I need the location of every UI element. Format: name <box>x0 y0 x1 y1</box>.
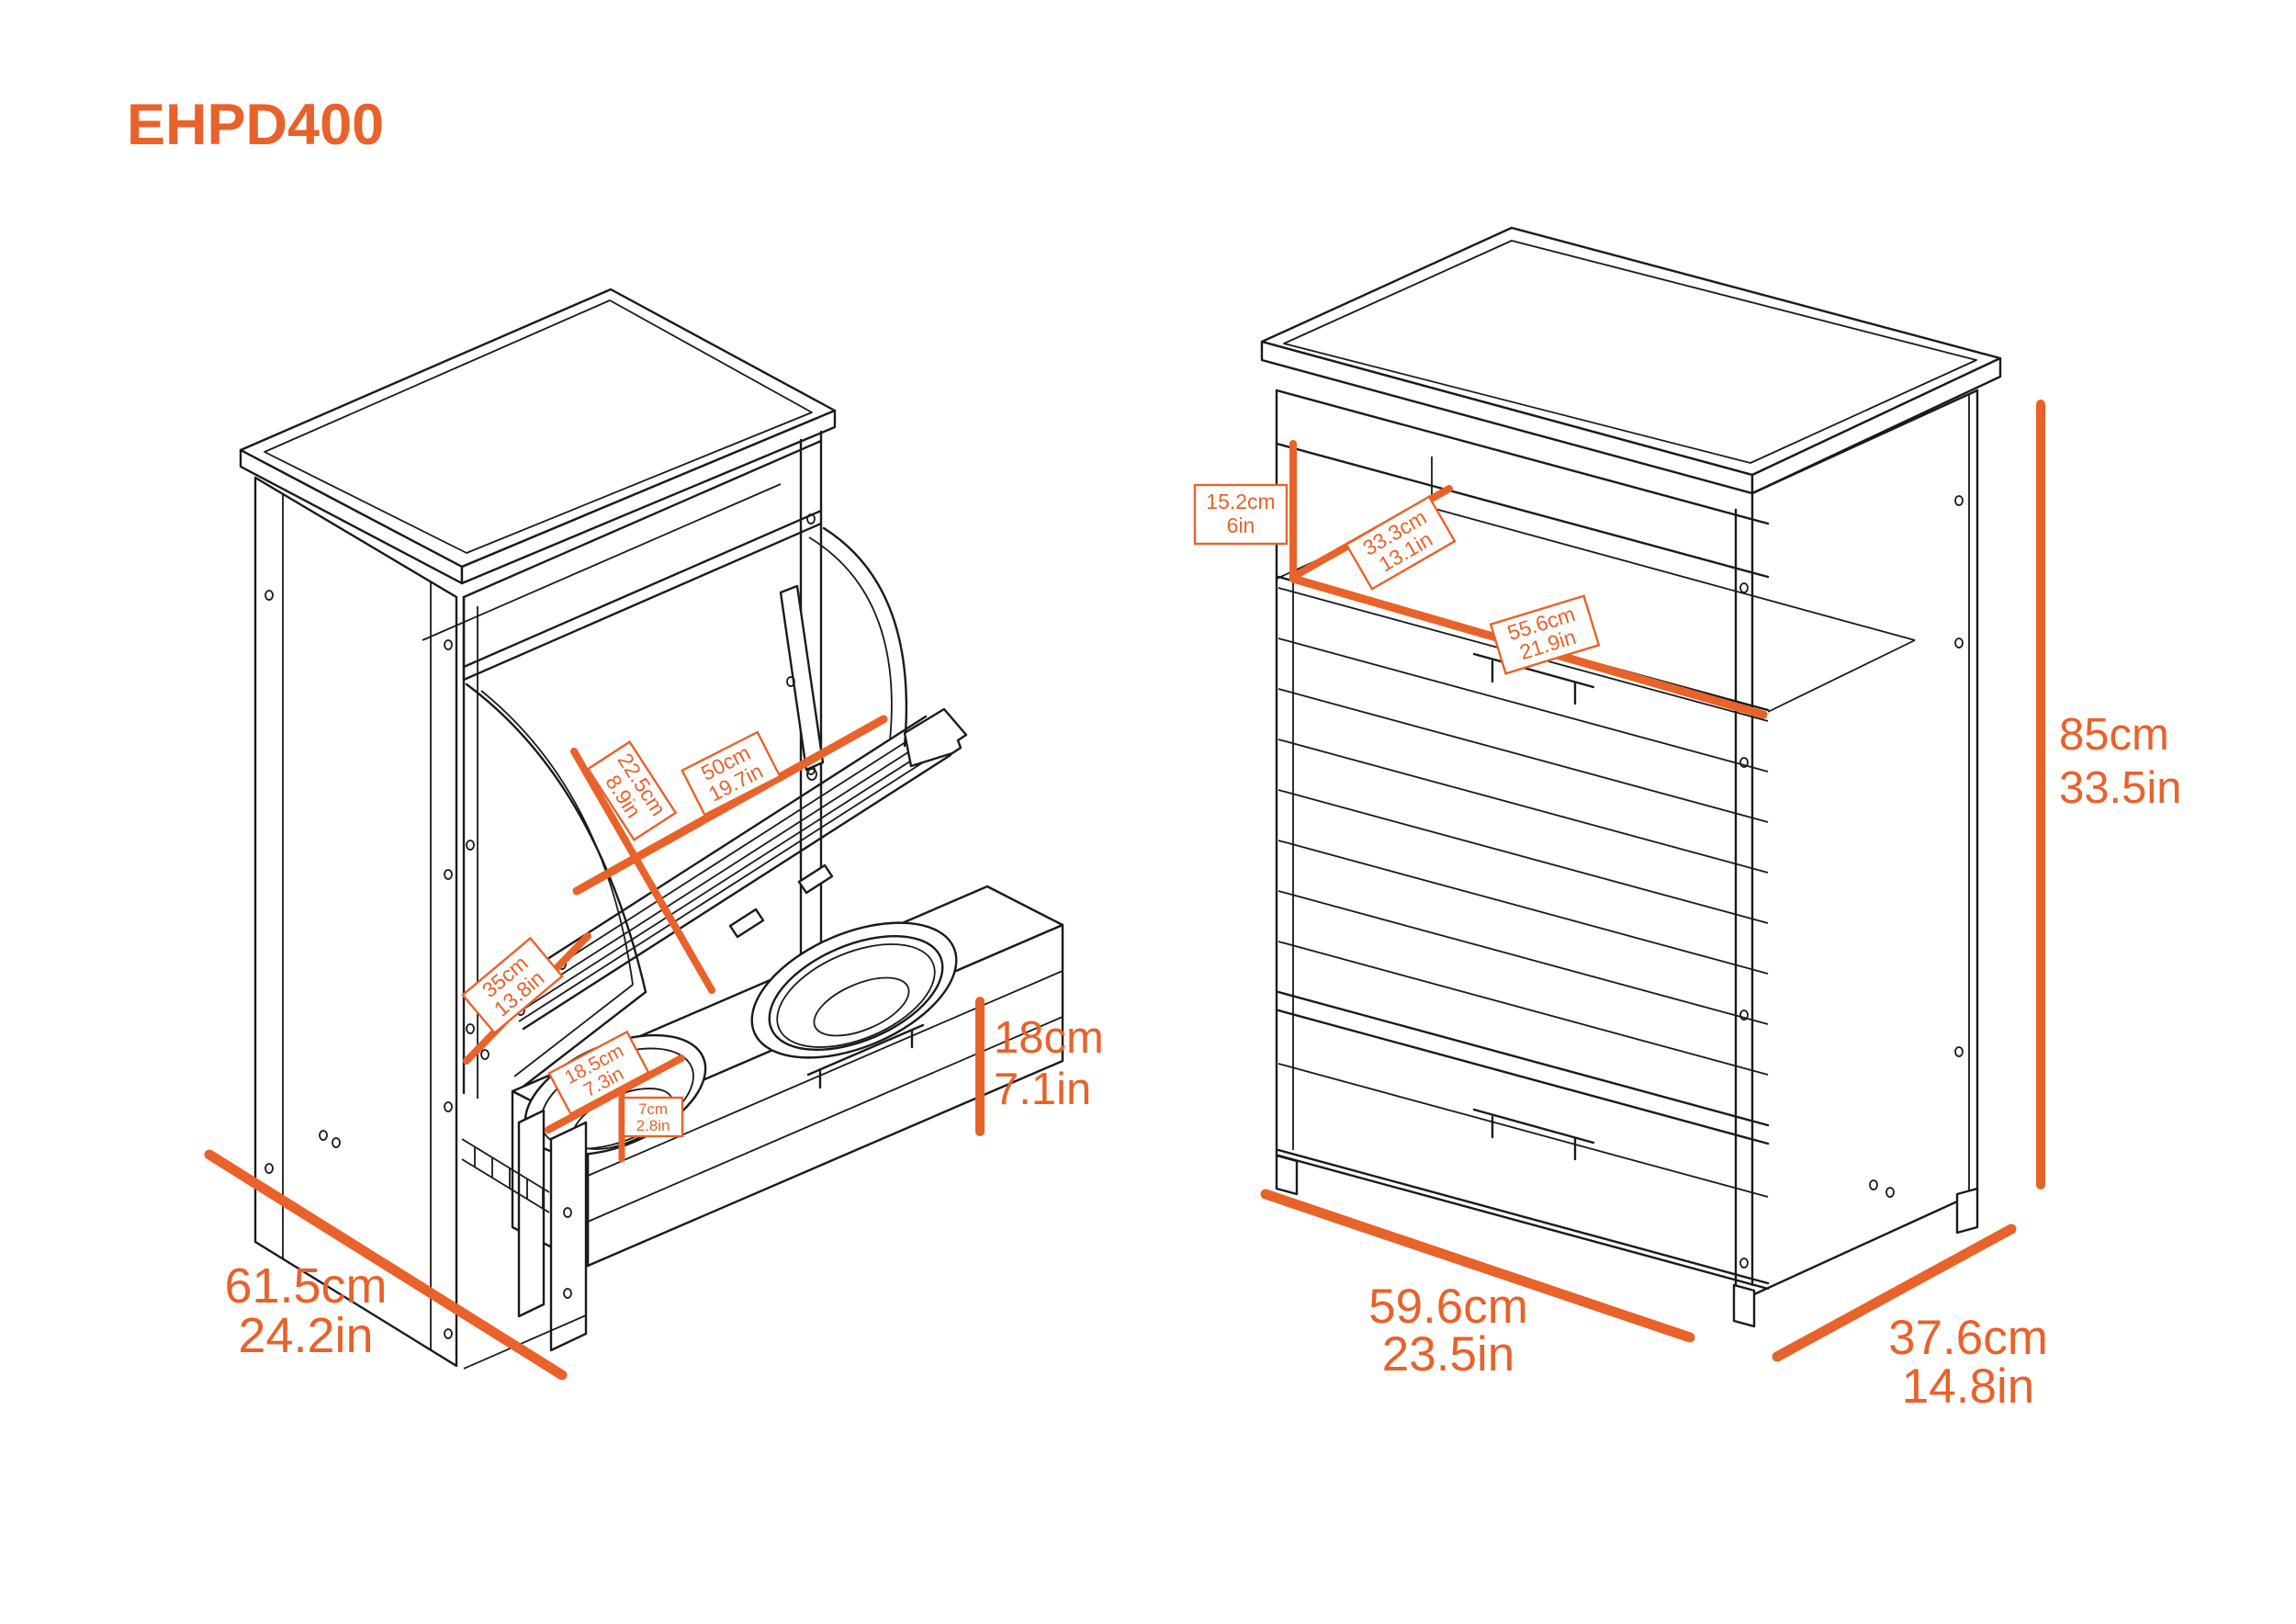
dim-line-base-width <box>204 1149 568 1381</box>
dim-label-hopper-door-width: 50cm 19.7in <box>681 730 782 817</box>
dim-line-hopper-door-width <box>572 715 888 896</box>
svg-text:7cm: 7cm <box>638 1100 668 1118</box>
closed-bottom-drawer <box>1277 1009 1770 1285</box>
dim-label-hopper-opening: 35cm 13.8in <box>461 936 564 1035</box>
svg-text:37.6cm: 37.6cm <box>1888 1311 2048 1365</box>
open-hopper-door <box>497 707 968 1031</box>
svg-text:59.6cm: 59.6cm <box>1368 1280 1528 1334</box>
closed-top-surface <box>1260 226 2002 477</box>
dim-label-base-width: 61.5cm 24.2in <box>224 1258 387 1363</box>
dim-line-bowl-diameter <box>545 1054 685 1133</box>
svg-text:33.5in: 33.5in <box>2059 763 2182 813</box>
cabinet-open-drawing: 22.5cm 8.9in 50cm 19.7in 35cm 13.8in 18.… <box>204 288 1104 1381</box>
dim-label-overall-height: 85cm 33.5in <box>2059 710 2182 813</box>
svg-text:15.2cm: 15.2cm <box>1206 490 1275 513</box>
svg-text:24.2in: 24.2in <box>238 1308 373 1363</box>
svg-text:85cm: 85cm <box>2059 710 2169 760</box>
dim-label-drawer-height: 18cm 7.1in <box>994 1013 1104 1114</box>
dim-label-hopper-door-depth: 22.5cm 8.9in <box>586 740 678 841</box>
closed-side-panel <box>1750 389 1979 1297</box>
closed-louver-door <box>1277 575 1770 1127</box>
page-title: EHPD400 <box>127 93 384 157</box>
dim-line-overall-width <box>1260 1189 1695 1343</box>
dim-label-overall-depth: 37.6cm 14.8in <box>1888 1311 2048 1414</box>
svg-text:18cm: 18cm <box>994 1013 1104 1063</box>
svg-text:6in: 6in <box>1227 513 1255 537</box>
svg-text:23.5in: 23.5in <box>1382 1327 1514 1382</box>
dim-label-shelf-opening-height: 15.2cm 6in <box>1193 483 1289 546</box>
open-left-panel <box>253 476 458 1368</box>
cabinet-closed-drawing: 15.2cm 6in 33.3cm 13.1in 55.6cm 21.9in 8… <box>1193 226 2182 1414</box>
svg-text:2.8in: 2.8in <box>636 1117 670 1134</box>
svg-text:61.5cm: 61.5cm <box>224 1258 387 1314</box>
dim-line-overall-depth <box>1772 1224 2017 1362</box>
svg-text:7.1in: 7.1in <box>994 1065 1091 1114</box>
svg-text:14.8in: 14.8in <box>1902 1359 2034 1414</box>
dim-label-bowl-depth: 7cm 2.8in <box>622 1096 684 1138</box>
dim-label-overall-width: 59.6cm 23.5in <box>1368 1280 1528 1382</box>
dim-line-hopper-door-depth <box>570 748 715 994</box>
